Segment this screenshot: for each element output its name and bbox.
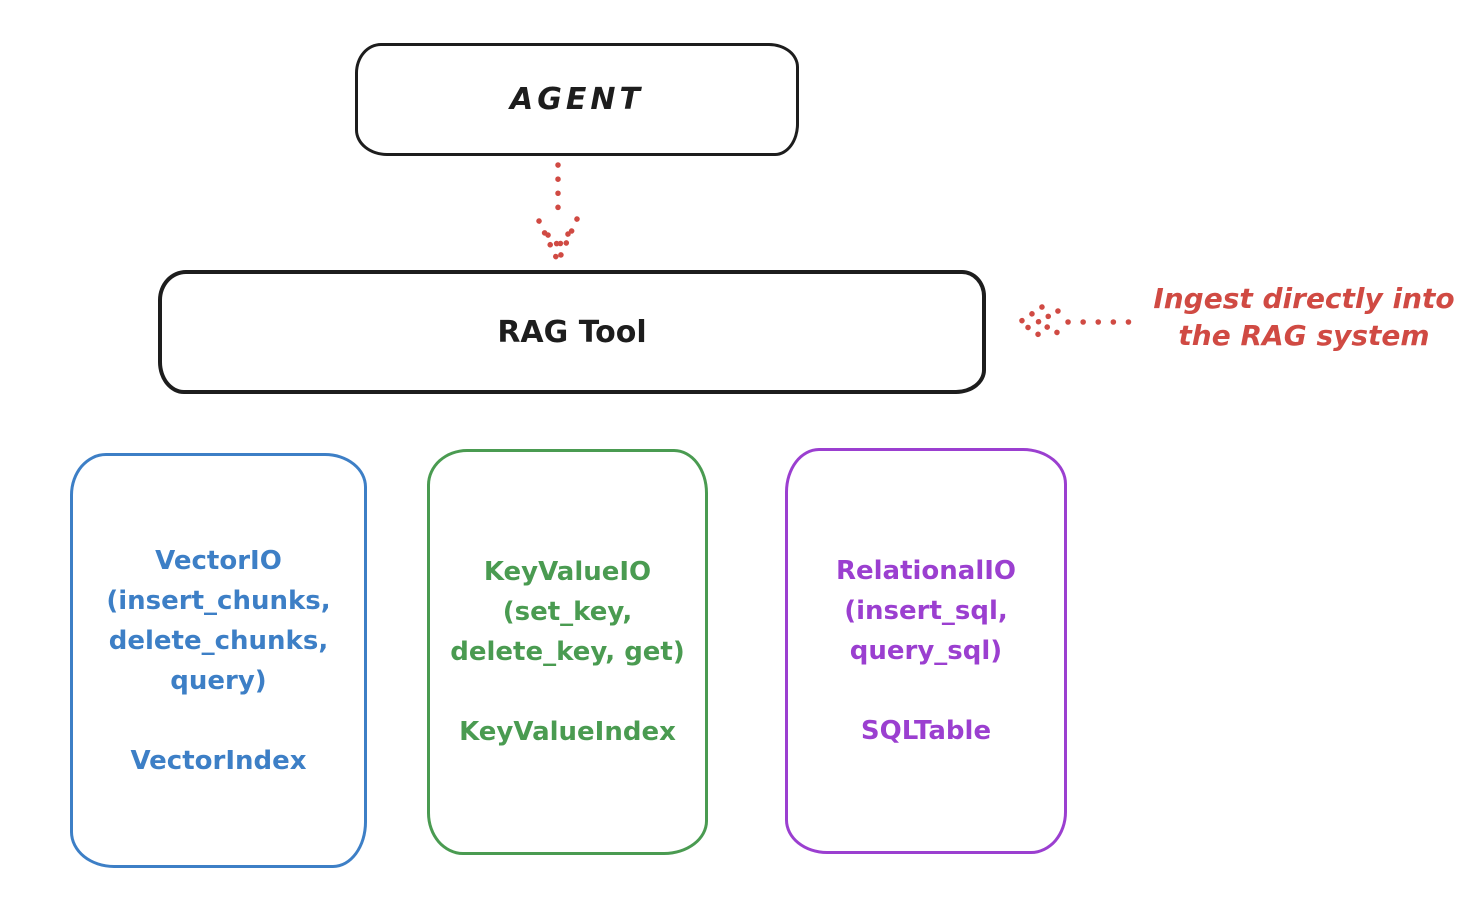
backend-lines: VectorIO (insert_chunks, delete_chunks, … — [106, 541, 330, 701]
backend-line: KeyValueIO — [483, 557, 652, 587]
backend-lines: RelationalIO (insert_sql, query_sql) — [836, 551, 1016, 671]
rag-tool-node: RAG Tool — [158, 270, 986, 394]
backend-lines: KeyValueIO (set_key, delete_key, get) — [450, 552, 685, 672]
backend-index-label: VectorIndex — [130, 745, 307, 776]
backend-index-label: KeyValueIndex — [459, 717, 676, 747]
backend-line: delete_chunks, — [108, 625, 329, 656]
backend-line: RelationalIO — [835, 556, 1017, 586]
ingest-annotation: Ingest directly into the RAG system — [1128, 280, 1480, 354]
keyvalue-io-box: KeyValueIO (set_key, delete_key, get) Ke… — [427, 449, 708, 855]
rag-tool-label: RAG Tool — [497, 314, 647, 350]
vector-io-box: VectorIO (insert_chunks, delete_chunks, … — [70, 453, 367, 868]
backend-line: VectorIO — [155, 545, 282, 576]
backend-line: query_sql) — [849, 636, 1003, 666]
annotation-line-1: Ingest directly into — [1153, 282, 1455, 315]
annotation-line-2: the RAG system — [1178, 319, 1430, 352]
agent-node: AGENT — [355, 43, 799, 156]
dotted-left-arrow-icon — [1015, 304, 1133, 340]
backend-line: (insert_sql, — [844, 596, 1008, 626]
backend-line: query) — [170, 665, 267, 696]
relational-io-box: RelationalIO (insert_sql, query_sql) SQL… — [785, 448, 1067, 854]
dotted-down-arrow-icon — [536, 162, 580, 260]
backend-line: delete_key, get) — [450, 637, 685, 667]
backend-index-label: SQLTable — [860, 716, 992, 746]
backend-line: (set_key, — [502, 597, 633, 627]
backend-line: (insert_chunks, — [106, 585, 331, 616]
agent-label: AGENT — [510, 82, 644, 117]
